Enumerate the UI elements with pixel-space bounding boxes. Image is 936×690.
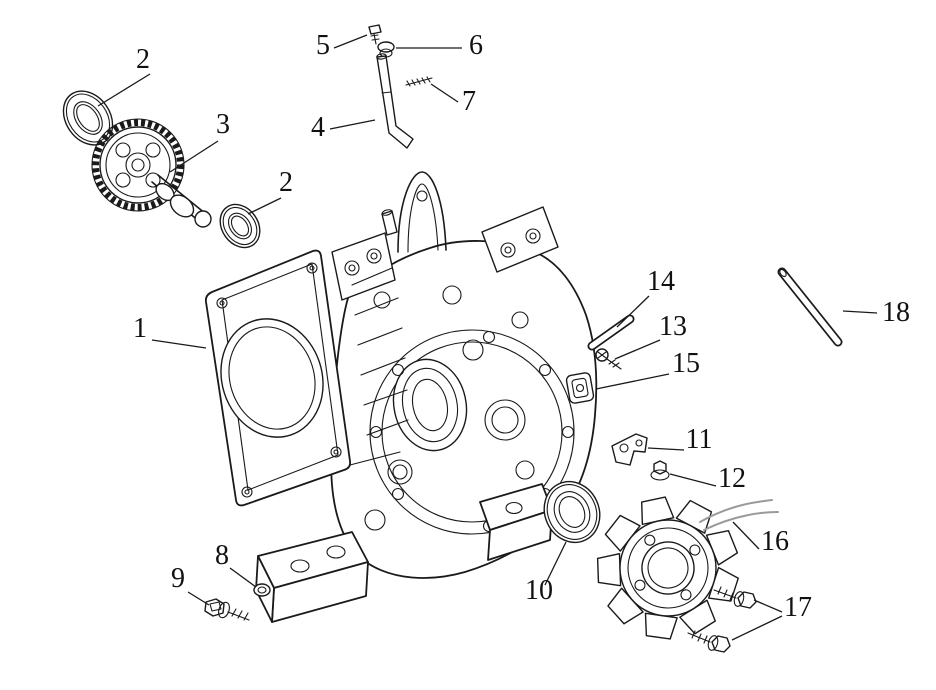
flange-bolt-9 — [204, 598, 250, 621]
ball-bearing-lower — [219, 203, 261, 249]
callout-2-lower: 2 — [279, 167, 293, 198]
callout-9: 9 — [171, 563, 185, 594]
leader-lines — [97, 34, 878, 641]
callout-16: 16 — [761, 526, 789, 557]
oil-seal — [543, 480, 601, 544]
callout-10: 10 — [525, 575, 553, 606]
callout-7: 7 — [462, 86, 476, 117]
callout-11: 11 — [686, 424, 713, 455]
callout-5: 5 — [316, 30, 330, 61]
camshaft-gear-assembly — [91, 118, 212, 228]
crankcase-top-brackets — [331, 171, 559, 301]
pulser-rotor — [596, 496, 739, 640]
stud-pin — [587, 314, 635, 351]
callout-4: 4 — [311, 112, 325, 143]
breather-tube — [376, 53, 414, 149]
callout-8: 8 — [215, 540, 229, 571]
callout-2-upper: 2 — [136, 44, 150, 75]
flange-nut — [650, 460, 670, 481]
washer — [253, 583, 271, 597]
callout-17: 17 — [784, 592, 812, 623]
crankcase-mounting-feet — [255, 483, 553, 623]
flange-bolt-17a — [713, 586, 757, 609]
callout-3: 3 — [216, 109, 230, 140]
cooling-fins — [349, 267, 409, 466]
callout-labels: 2 3 2 5 6 7 4 1 14 13 15 18 11 12 16 10 … — [133, 30, 910, 623]
cylinder-flange — [204, 249, 352, 507]
callout-15: 15 — [672, 348, 700, 379]
callout-18: 18 — [882, 297, 910, 328]
pin-small — [405, 76, 433, 87]
cushion-mount — [565, 372, 595, 404]
dowel-rod — [777, 267, 843, 347]
grommet — [377, 41, 395, 58]
bolt-top — [368, 24, 382, 45]
callout-6: 6 — [469, 30, 483, 61]
callout-1: 1 — [133, 313, 147, 344]
callout-13: 13 — [659, 311, 687, 342]
callout-12: 12 — [718, 463, 746, 494]
rotor-wires — [699, 499, 779, 531]
bracket — [611, 433, 648, 466]
bolt-13 — [595, 348, 622, 370]
callout-14: 14 — [647, 266, 675, 297]
flange-bolt-17b — [687, 630, 731, 653]
